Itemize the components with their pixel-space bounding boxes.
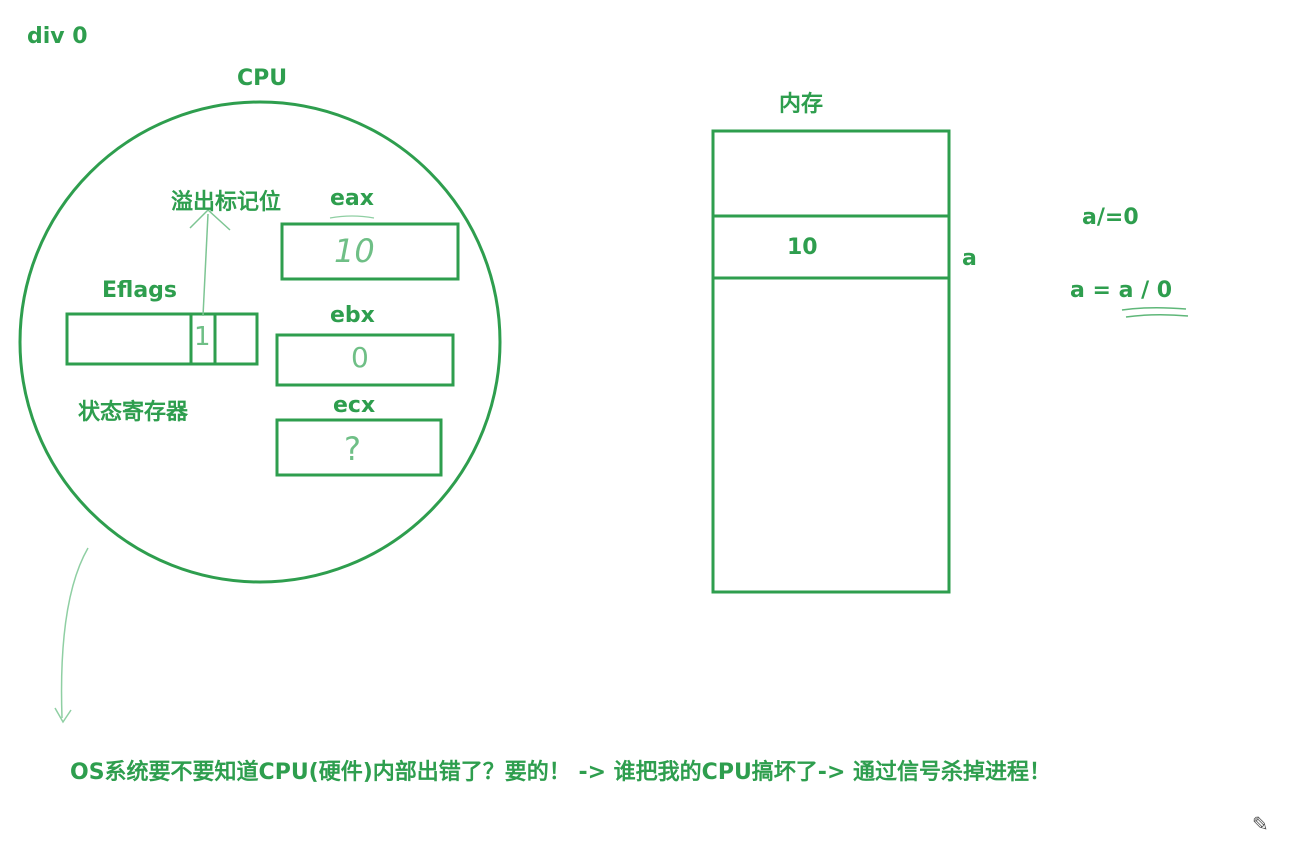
eax-label: eax bbox=[330, 186, 374, 211]
ecx-label: ecx bbox=[333, 393, 376, 418]
expression-division: a = a / 0 bbox=[1070, 278, 1173, 303]
ebx-box bbox=[275, 333, 455, 387]
overflow-arrow-head bbox=[189, 208, 231, 231]
cpu-label: CPU bbox=[237, 66, 288, 91]
overflow-flag-label: 溢出标记位 bbox=[171, 190, 282, 215]
eax-box bbox=[280, 222, 460, 281]
memory-label: 内存 bbox=[779, 92, 824, 117]
ecx-value: ? bbox=[344, 430, 361, 468]
ecx-box bbox=[275, 418, 443, 477]
eflags-box bbox=[65, 312, 259, 366]
cpu-circle bbox=[18, 100, 502, 584]
expression-underline bbox=[1121, 306, 1187, 311]
memory-variable-name: a bbox=[962, 246, 977, 271]
eflags-bit-value: 1 bbox=[194, 322, 211, 352]
memory-cell-value: 10 bbox=[787, 235, 818, 260]
pencil-icon[interactable]: ✎ bbox=[1252, 812, 1269, 836]
page-title: div 0 bbox=[27, 24, 88, 49]
ebx-label: ebx bbox=[330, 303, 375, 328]
memory-box bbox=[711, 129, 951, 594]
eax-underline bbox=[329, 215, 375, 219]
overflow-arrow bbox=[202, 213, 209, 317]
expression-underline-2 bbox=[1125, 313, 1189, 318]
eax-value: 10 bbox=[334, 232, 375, 270]
signal-arrow-head bbox=[54, 707, 72, 724]
status-register-label: 状态寄存器 bbox=[78, 400, 189, 425]
footer-caption: OS系统要不要知道CPU(硬件)内部出错了？要的！ -> 谁把我的CPU搞坏了-… bbox=[70, 760, 1052, 785]
signal-arrow bbox=[60, 547, 89, 719]
eflags-label: Eflags bbox=[102, 278, 178, 303]
expression-compound: a/=0 bbox=[1082, 205, 1139, 230]
ebx-value: 0 bbox=[351, 341, 369, 374]
